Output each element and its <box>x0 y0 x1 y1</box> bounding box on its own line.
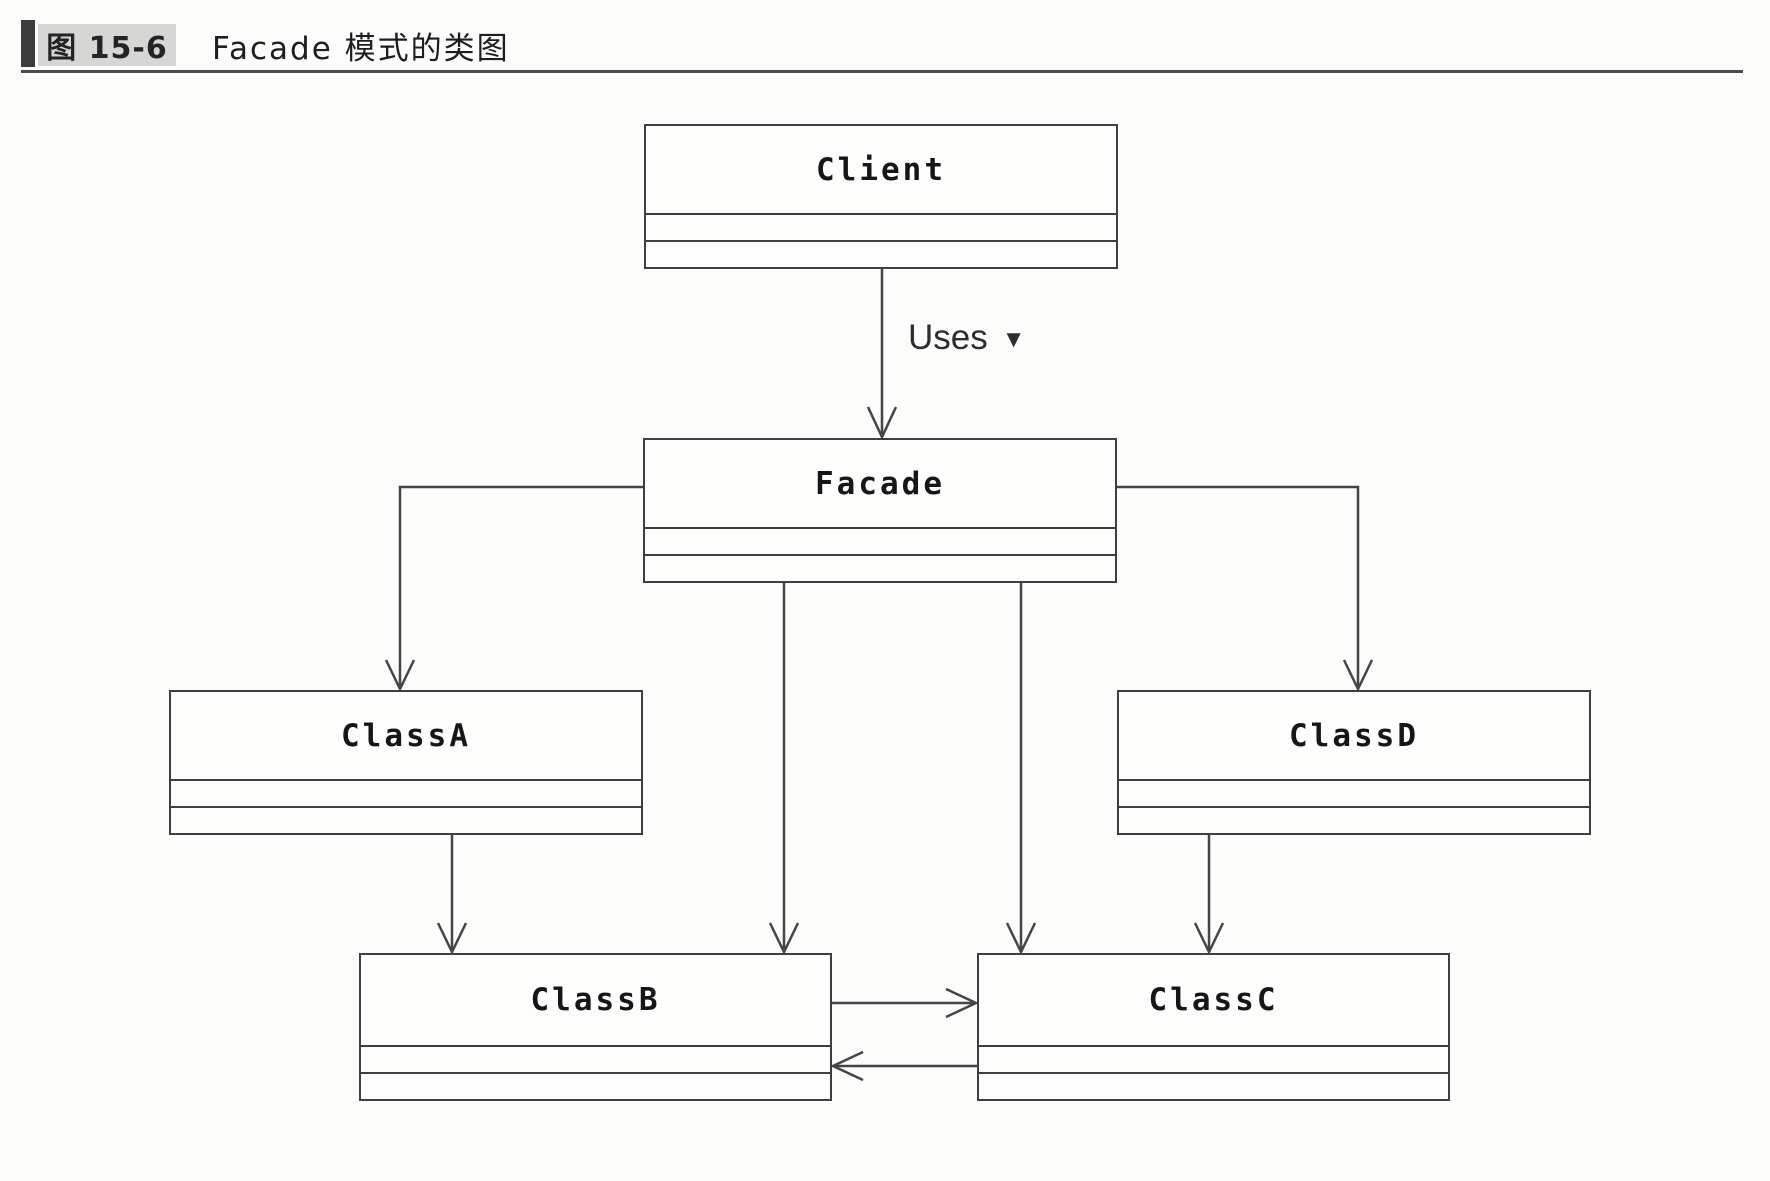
class-name-facade: Facade <box>815 465 945 502</box>
attributes-compartment <box>171 779 641 806</box>
class-box-classc: ClassC <box>977 953 1450 1101</box>
class-box-facade: Facade <box>643 438 1117 583</box>
figure-title: Facade 模式的类图 <box>212 30 510 67</box>
class-name-classa: ClassA <box>341 717 471 754</box>
class-box-classb: ClassB <box>359 953 832 1101</box>
figure-label-badge: 图 15-6 <box>38 24 176 66</box>
arrowhead-classb-classc <box>945 987 979 1019</box>
class-name-classc: ClassC <box>1148 982 1279 1018</box>
arrowhead-classd-classc <box>1193 922 1225 955</box>
attributes-compartment <box>645 527 1115 554</box>
edge-group <box>384 268 1374 1082</box>
class-name-classb: ClassB <box>530 982 661 1018</box>
edge-facade-classd <box>1117 485 1360 688</box>
edge-facade-classa <box>398 485 643 688</box>
attributes-compartment <box>646 213 1116 240</box>
operations-compartment <box>645 554 1115 581</box>
figure-label: 图 15-6 <box>46 31 168 66</box>
uses-edge-label: Uses ▼ <box>908 318 1026 358</box>
triangle-down-icon: ▼ <box>1001 326 1026 353</box>
operations-compartment <box>979 1072 1448 1099</box>
accent-bar <box>21 20 35 67</box>
arrowhead-facade-classa <box>384 659 416 692</box>
class-box-client: Client <box>644 124 1118 269</box>
class-name-client: Client <box>816 151 946 188</box>
operations-compartment <box>171 806 641 833</box>
class-name-classd: ClassD <box>1289 717 1419 754</box>
arrowhead-facade-classb <box>768 922 800 955</box>
arrowhead-facade-classd <box>1342 659 1374 692</box>
attributes-compartment <box>361 1045 830 1072</box>
figure-header: 图 15-6 Facade 模式的类图 <box>0 0 1770 80</box>
attributes-compartment <box>979 1045 1448 1072</box>
operations-compartment <box>361 1072 830 1099</box>
class-box-classa: ClassA <box>169 690 643 835</box>
operations-compartment <box>1119 806 1589 833</box>
uses-label-text: Uses <box>908 318 988 357</box>
arrowhead-client-facade <box>866 406 898 440</box>
arrowhead-facade-classc <box>1005 922 1037 955</box>
arrowhead-classa-classb <box>436 922 468 955</box>
header-rule <box>21 70 1743 73</box>
attributes-compartment <box>1119 779 1589 806</box>
arrowhead-classc-classb <box>830 1050 864 1082</box>
operations-compartment <box>646 240 1116 267</box>
class-box-classd: ClassD <box>1117 690 1591 835</box>
